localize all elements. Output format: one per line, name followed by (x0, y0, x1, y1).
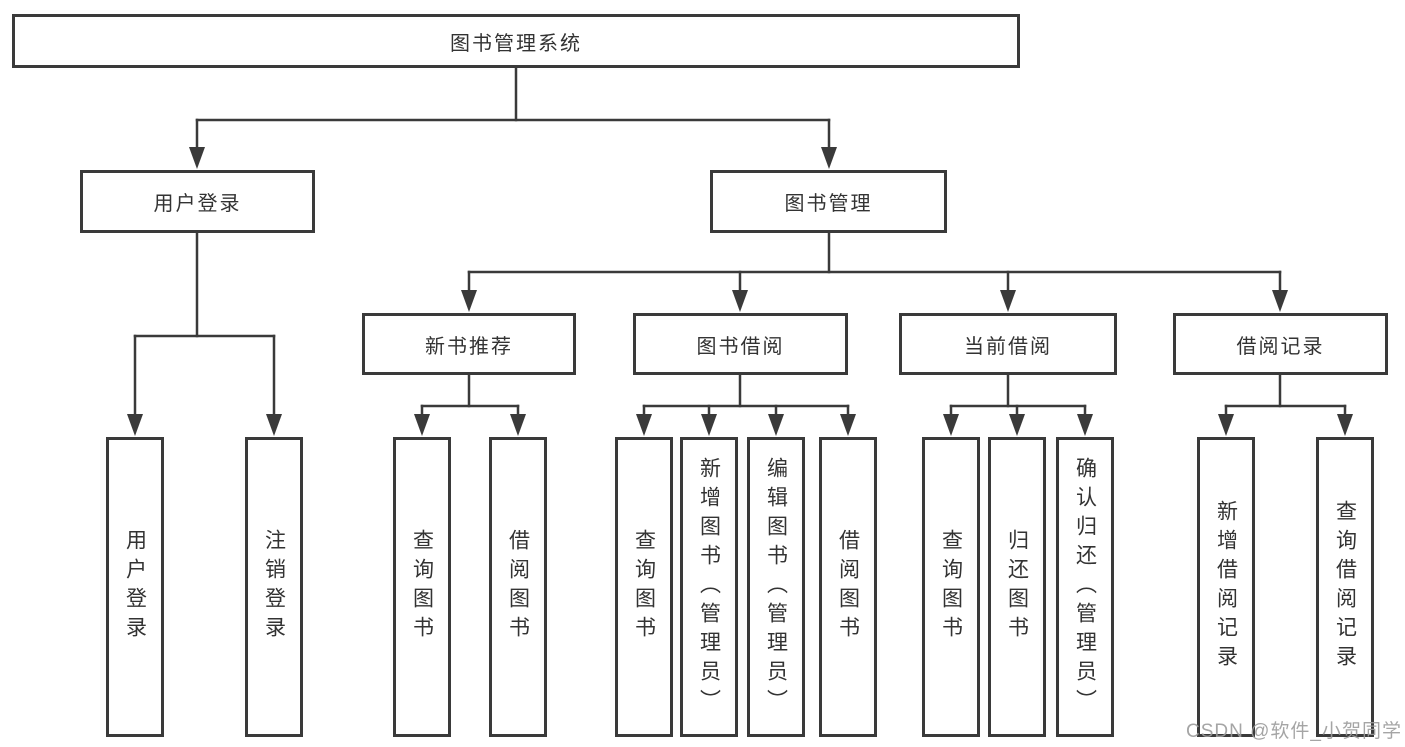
node-book-borrow: 图书借阅 (633, 313, 848, 375)
node-borrow-books-leaf: 借阅图书 (819, 437, 877, 737)
node-borrow-books-recommend: 借阅图书 (489, 437, 547, 737)
node-query-books-current: 查询图书 (922, 437, 980, 737)
node-query-books-recommend: 查询图书 (393, 437, 451, 737)
node-user-login: 用户登录 (80, 170, 315, 233)
node-add-borrow-record: 新增借阅记录 (1197, 437, 1255, 737)
node-return-books: 归还图书 (988, 437, 1046, 737)
node-query-books-borrow: 查询图书 (615, 437, 673, 737)
node-logout: 注销登录 (245, 437, 303, 737)
node-new-book-recommend: 新书推荐 (362, 313, 576, 375)
node-book-management: 图书管理 (710, 170, 947, 233)
csdn-watermark: CSDN @软件_小贺同学 (1186, 721, 1402, 742)
node-add-books-admin: 新增图书（管理员） (680, 437, 738, 737)
node-query-borrow-record: 查询借阅记录 (1316, 437, 1374, 737)
node-user-login-leaf: 用户登录 (106, 437, 164, 737)
node-confirm-return-admin: 确认归还（管理员） (1056, 437, 1114, 737)
node-edit-books-admin: 编辑图书（管理员） (747, 437, 805, 737)
node-borrow-records: 借阅记录 (1173, 313, 1388, 375)
node-current-borrow: 当前借阅 (899, 313, 1117, 375)
node-library-system: 图书管理系统 (12, 14, 1020, 68)
